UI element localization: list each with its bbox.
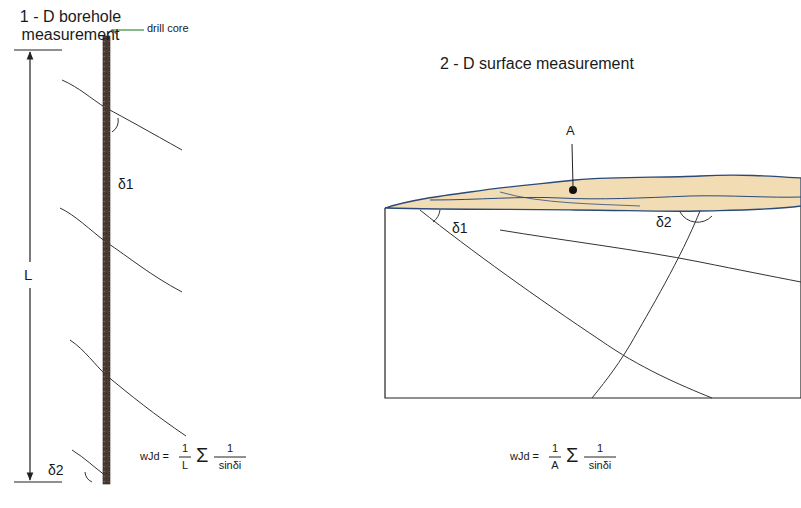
dimension-label: L	[24, 266, 32, 283]
formula-term: wJd =	[510, 450, 539, 463]
formula-term: wJd =	[140, 450, 169, 463]
drill-core	[103, 36, 110, 484]
rock-block	[385, 175, 801, 398]
formula-numerator: 1	[182, 442, 188, 455]
dimension-l	[14, 50, 62, 482]
part-label: drill core	[147, 22, 189, 35]
formula-sum: Σ	[196, 444, 208, 467]
angle-label: δ1	[452, 220, 468, 236]
point-label: A	[566, 124, 575, 139]
formula-denominator: L	[182, 459, 188, 472]
formula-denominator: sinδi	[219, 459, 242, 472]
angle-label: δ2	[656, 214, 672, 230]
angle-label: δ2	[48, 462, 64, 478]
point-a	[569, 186, 577, 194]
section-title: 1 - D borehole measurement	[8, 8, 133, 45]
joint-traces	[420, 210, 801, 398]
formula-numerator: 1	[552, 442, 558, 455]
formula-numerator: 1	[597, 442, 603, 455]
angle-label: δ1	[118, 176, 134, 192]
fraction-bars	[179, 457, 616, 458]
formula-denominator: A	[551, 459, 558, 472]
formula-denominator: sinδi	[589, 459, 612, 472]
joint-lines	[60, 80, 186, 482]
point-a-leader	[572, 144, 573, 186]
formula-numerator: 1	[227, 442, 233, 455]
formula-sum: Σ	[566, 444, 578, 467]
section-title: 2 - D surface measurement	[440, 55, 634, 73]
